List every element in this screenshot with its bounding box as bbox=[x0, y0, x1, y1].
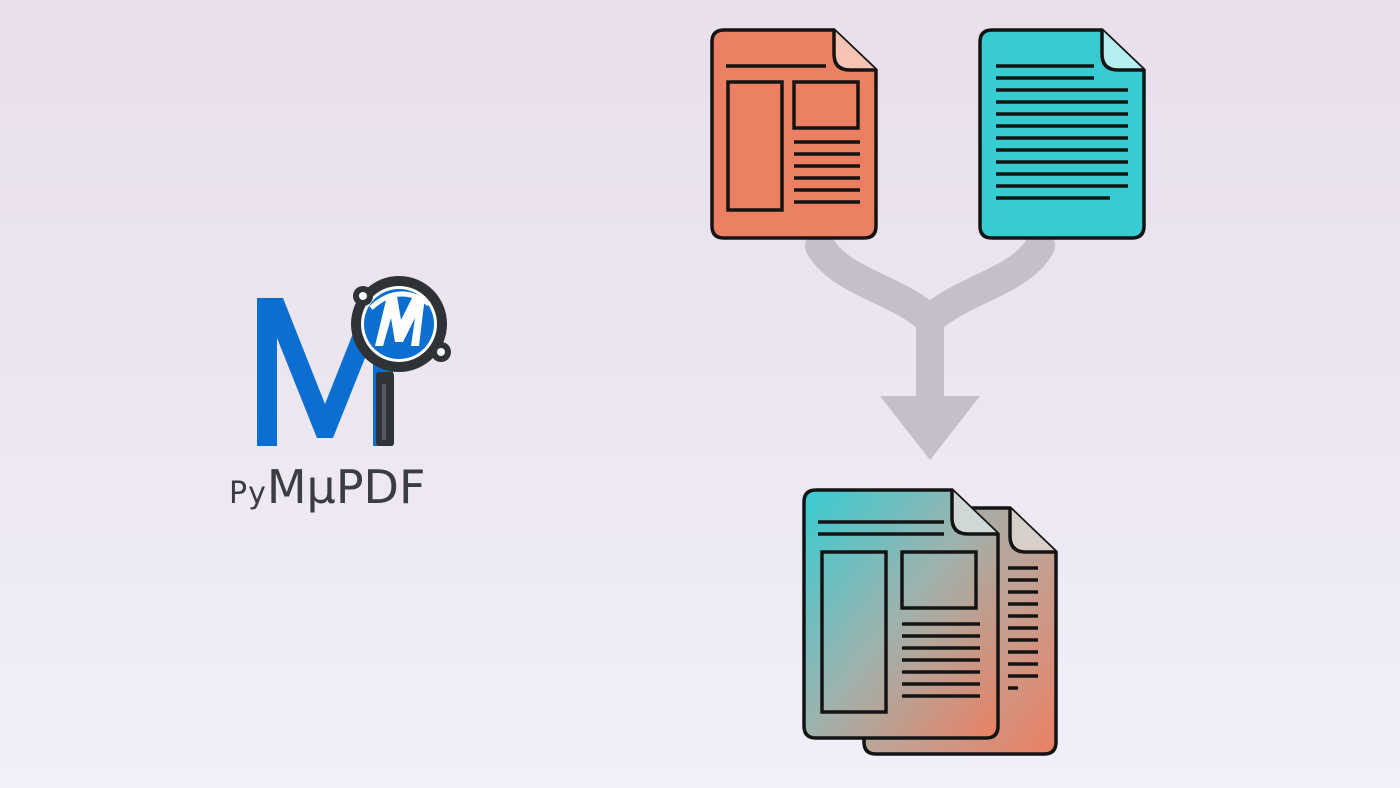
source-document-layout-icon bbox=[710, 28, 878, 240]
logo-wordmark: PyMμPDF bbox=[229, 464, 465, 524]
pymupdf-logo-mark-icon bbox=[257, 276, 451, 446]
merged-document-front-icon bbox=[802, 488, 1000, 740]
logo-name: MμPDF bbox=[266, 460, 426, 514]
merge-diagram bbox=[710, 28, 1146, 756]
source-document-text-icon bbox=[978, 28, 1146, 240]
merge-arrow-icon bbox=[805, 231, 1055, 460]
pymupdf-logo: PyMμPDF bbox=[225, 262, 465, 522]
logo-prefix: Py bbox=[229, 476, 267, 511]
